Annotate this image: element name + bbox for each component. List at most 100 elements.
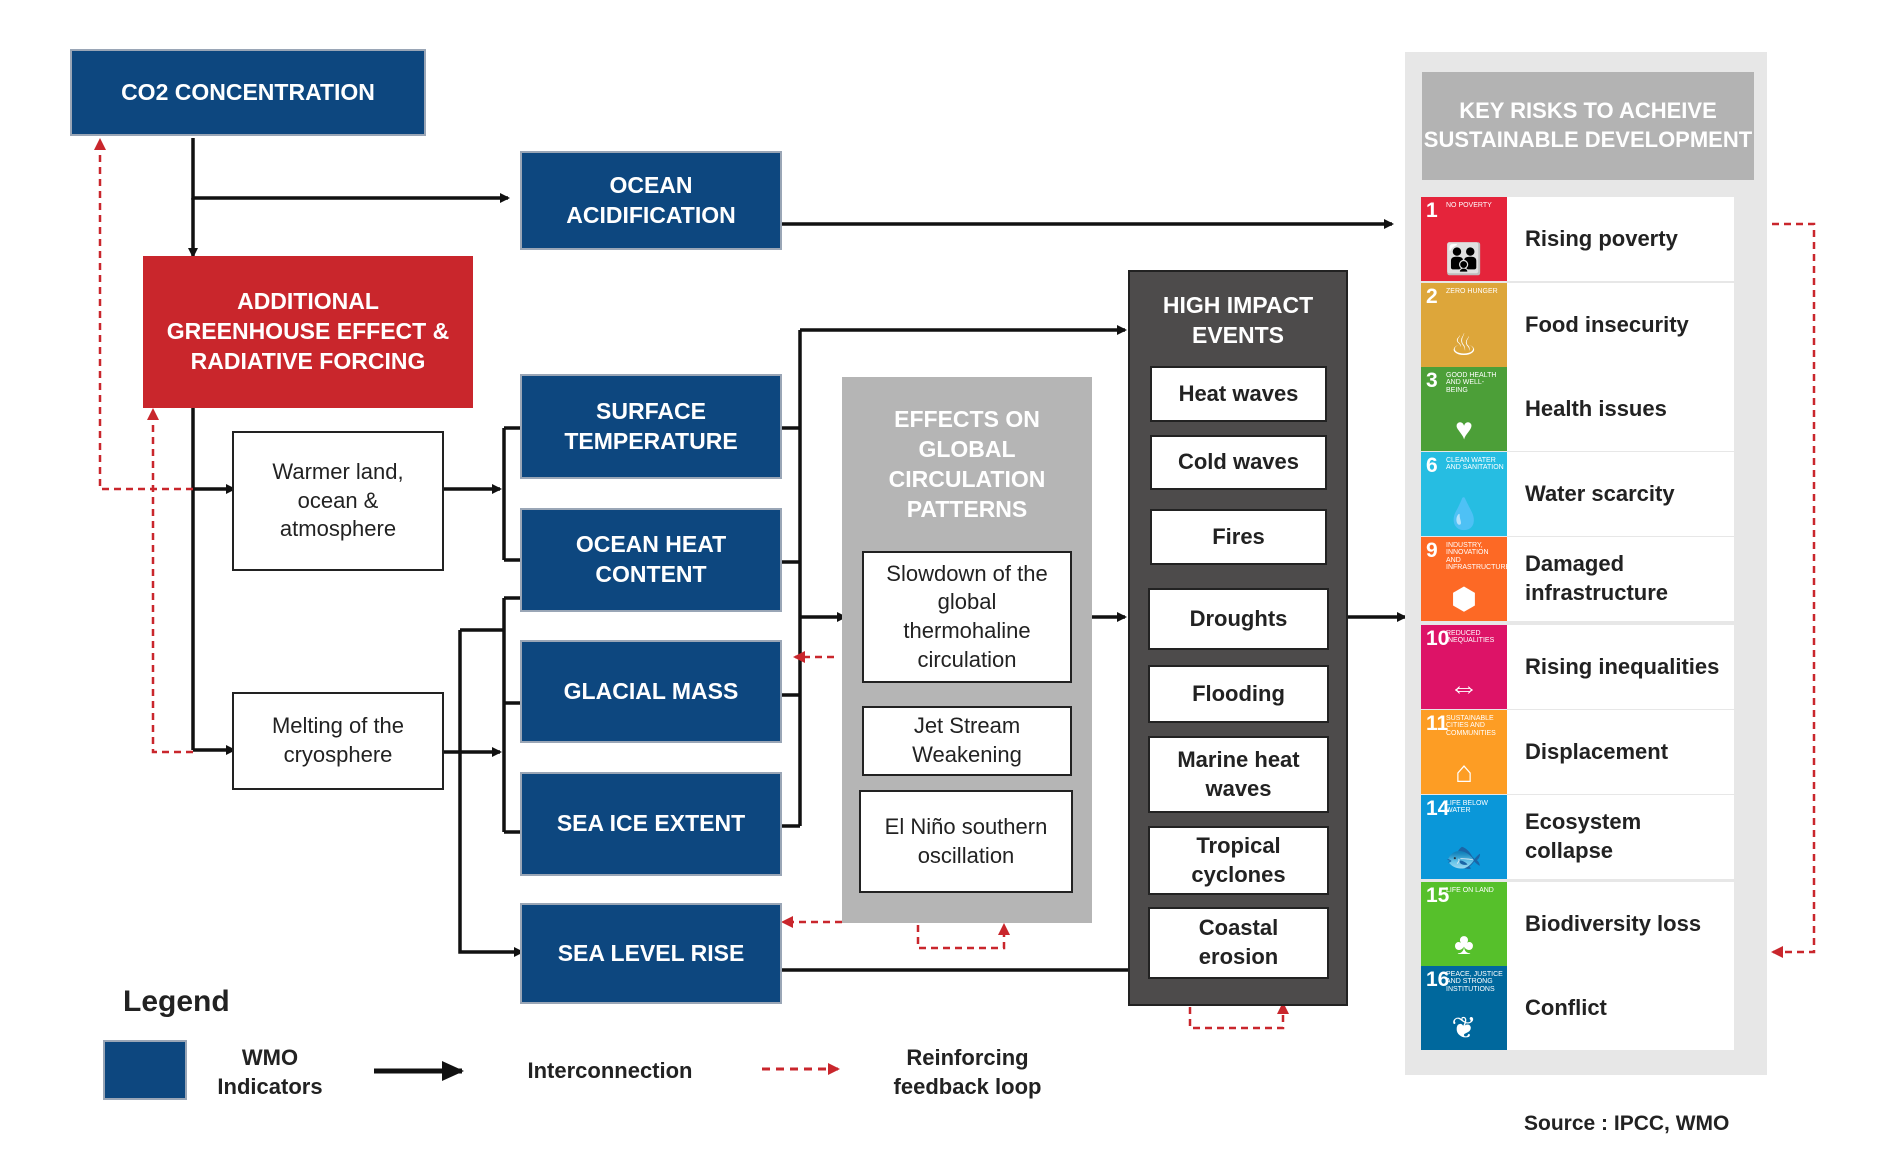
water-drop-icon: 💧: [1445, 498, 1483, 531]
ocean-acidification-node: OCEAN ACIDIFICATION: [520, 151, 782, 250]
circulation-item-label: Jet Stream Weakening: [912, 713, 1022, 767]
ocean-heat-label: OCEAN HEAT CONTENT: [575, 531, 727, 587]
risk-label: Displacement: [1525, 738, 1669, 764]
warmer-label: Warmer land, ocean & atmosphere: [272, 459, 404, 542]
legend-wmo-swatch: [103, 1040, 187, 1100]
greenhouse-node: ADDITIONAL GREENHOUSE EFFECT & RADIATIVE…: [143, 256, 473, 408]
legend-interconnection-label: Interconnection: [527, 1058, 693, 1083]
risk-label: Ecosystem collapse: [1525, 809, 1642, 863]
greenhouse-label: ADDITIONAL GREENHOUSE EFFECT & RADIATIVE…: [166, 288, 450, 374]
risk-item: Food insecurity: [1507, 283, 1734, 367]
risk-item: Water scarcity: [1507, 452, 1734, 536]
event-label: Droughts: [1189, 605, 1288, 631]
legend-feedback-label: Reinforcing feedback loop: [893, 1045, 1042, 1099]
sdg-caption: No Poverty: [1446, 202, 1492, 209]
heartbeat-icon: ♥: [1455, 413, 1473, 446]
sdg-caption: Life on Land: [1446, 887, 1494, 894]
melting-label: Melting of the cryosphere: [271, 713, 405, 767]
surface-temperature-node: SURFACE TEMPERATURE: [520, 374, 782, 479]
risk-item: Ecosystem collapse: [1507, 795, 1734, 879]
risk-item: Rising poverty: [1507, 197, 1734, 281]
event-cold-waves: Cold waves: [1150, 435, 1327, 490]
event-tropical-cyclones: Tropical cyclones: [1148, 826, 1329, 895]
event-label: Coastal erosion: [1198, 915, 1279, 969]
sdg-number: 16: [1426, 968, 1450, 991]
risk-label: Food insecurity: [1525, 311, 1689, 337]
sdg-tile-9: 9 Industry, Innovation and Infrastructure…: [1421, 537, 1511, 621]
circulation-item-label: El Niño southern oscillation: [884, 813, 1048, 868]
sdg-tile-6: 6 Clean Water and Sanitation 💧: [1421, 452, 1507, 536]
sdg-caption: Industry, Innovation and Infrastructure: [1446, 542, 1511, 572]
sea-ice-node: SEA ICE EXTENT: [520, 772, 782, 876]
sdg-number: 14: [1426, 797, 1450, 820]
sdg-number: 11: [1426, 712, 1449, 735]
sdg-number: 1: [1426, 199, 1438, 222]
dove-icon: ❦: [1451, 1012, 1477, 1045]
glacial-mass-label: GLACIAL MASS: [563, 677, 739, 704]
risks-title: KEY RISKS TO ACHEIVE SUSTAINABLE DEVELOP…: [1422, 72, 1754, 180]
risks-title-text: KEY RISKS TO ACHEIVE SUSTAINABLE DEVELOP…: [1423, 98, 1753, 152]
risk-label: Health issues: [1525, 395, 1667, 421]
events-title-text: HIGH IMPACT EVENTS: [1162, 292, 1314, 348]
event-label: Tropical cyclones: [1191, 832, 1286, 887]
event-coastal-erosion: Coastal erosion: [1148, 907, 1329, 979]
sdg-number: 15: [1426, 884, 1450, 907]
event-marine-heat-waves: Marine heat waves: [1148, 736, 1329, 813]
co2-concentration-node: CO2 CONCENTRATION: [70, 49, 426, 136]
circulation-item-label: Slowdown of the global thermohaline circ…: [886, 560, 1048, 672]
sdg-tile-15: 15Life on Land ♣: [1421, 882, 1507, 966]
sdg-number: 6: [1426, 454, 1438, 477]
fish-icon: 🐟: [1445, 841, 1483, 874]
sdg-caption: Life Below Water: [1446, 800, 1489, 815]
sdg-number: 3: [1426, 369, 1438, 392]
sdg-tile-16: 16Peace, Justice and Strong Institutions…: [1421, 966, 1507, 1050]
risk-label: Biodiversity loss: [1525, 910, 1702, 936]
event-heat-waves: Heat waves: [1150, 366, 1327, 422]
event-label: Fires: [1212, 523, 1265, 549]
sdg-tile-10: 10Reduced Inequalities⇔: [1421, 625, 1507, 709]
risk-label: Rising inequalities: [1525, 653, 1720, 679]
sdg-caption: Peace, Justice and Strong Institutions: [1446, 971, 1503, 993]
city-icon: ⌂: [1454, 756, 1474, 789]
sdg-tile-11: 11Sustainable Cities and Communities ⌂: [1421, 710, 1507, 794]
sdg-caption: Good Health and Well-being: [1446, 372, 1497, 394]
sea-level-label: SEA LEVEL RISE: [557, 939, 745, 966]
sdg-caption: Clean Water and Sanitation: [1446, 457, 1504, 472]
sdg-number: 9: [1426, 539, 1438, 562]
co2-label: CO2 CONCENTRATION: [121, 78, 375, 105]
melting-node: Melting of the cryosphere: [232, 692, 444, 790]
sea-ice-label: SEA ICE EXTENT: [556, 810, 746, 837]
sdg-number: 2: [1426, 285, 1438, 308]
circulation-title: EFFECTS ON GLOBAL CIRCULATION PATTERNS: [862, 400, 1072, 530]
equal-arrows-icon: ⇔: [1449, 671, 1479, 704]
cubes-icon: ⬢: [1450, 583, 1478, 616]
event-label: Heat waves: [1178, 380, 1299, 406]
risk-item: Rising inequalities: [1507, 625, 1734, 709]
legend-wmo-label: WMO Indicators: [217, 1045, 323, 1099]
source-note: Source : IPCC, WMO: [1524, 1112, 1730, 1135]
event-label: Cold waves: [1177, 449, 1300, 475]
ocean-acidification-label: OCEAN ACIDIFICATION: [566, 171, 736, 228]
risk-item: Biodiversity loss: [1507, 882, 1734, 966]
sdg-tile-2: 2 Zero Hunger ♨: [1421, 283, 1507, 367]
risk-item: Damaged infrastructure: [1507, 537, 1734, 621]
surface-temperature-label: SURFACE TEMPERATURE: [564, 397, 738, 454]
sea-level-node: SEA LEVEL RISE: [520, 903, 782, 1004]
circulation-item-el-nino: El Niño southern oscillation: [859, 790, 1073, 893]
event-label: Marine heat waves: [1177, 746, 1300, 801]
sdg-caption: Zero Hunger: [1446, 288, 1498, 295]
sdg-tile-14: 14Life Below Water 🐟: [1421, 795, 1507, 879]
risk-item: Displacement: [1507, 710, 1734, 794]
bowl-icon: ♨: [1450, 329, 1478, 362]
events-title: HIGH IMPACT EVENTS: [1128, 280, 1348, 362]
sdg-caption: Sustainable Cities and Communities: [1446, 715, 1496, 737]
event-label: Flooding: [1192, 680, 1285, 706]
event-fires: Fires: [1150, 509, 1327, 565]
risk-label: Water scarcity: [1525, 480, 1675, 506]
tree-icon: ♣: [1454, 928, 1474, 961]
sdg-caption: Reduced Inequalities: [1446, 630, 1495, 645]
risk-label: Conflict: [1525, 994, 1607, 1020]
risk-item: Health issues: [1507, 367, 1734, 451]
